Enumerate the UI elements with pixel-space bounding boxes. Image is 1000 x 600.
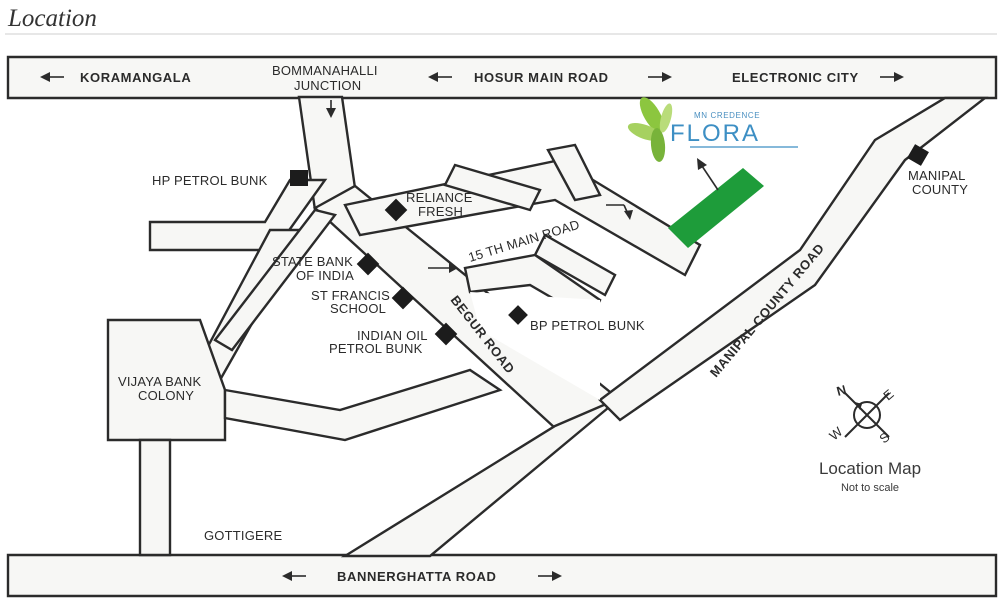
landmark-bp-petrol-bunk: BP PETROL BUNK bbox=[530, 318, 645, 333]
bommanahalli-down-arrow-icon bbox=[326, 100, 336, 118]
landmark-reliance-fresh-1: RELIANCE bbox=[406, 190, 473, 205]
landmark-hp-petrol-bunk: HP PETROL BUNK bbox=[152, 173, 268, 188]
landmark-indian-oil-2: PETROL BUNK bbox=[329, 341, 423, 356]
landmark-manipal-county-1: MANIPAL bbox=[908, 168, 966, 183]
hp-petrol-bunk-marker bbox=[290, 170, 308, 186]
project-pointer-arrow-icon bbox=[697, 158, 719, 191]
landmark-state-bank-2: OF INDIA bbox=[296, 268, 354, 283]
landmark-st-francis-1: ST FRANCIS bbox=[311, 288, 390, 303]
bannerghatta-right-arrow-icon bbox=[538, 571, 562, 581]
legend-title: Location Map bbox=[819, 459, 921, 478]
legend-note: Not to scale bbox=[841, 482, 899, 494]
road-label-bommanahalli-2: JUNCTION bbox=[294, 78, 361, 93]
landmark-vijaya-bank-colony-2: COLONY bbox=[138, 388, 194, 403]
landmark-indian-oil-1: INDIAN OIL bbox=[357, 328, 428, 343]
compass-icon bbox=[844, 392, 890, 438]
project-site-plot bbox=[668, 168, 764, 248]
project-name: FLORA bbox=[670, 120, 760, 147]
landmark-vijaya-bank-colony-1: VIJAYA BANK bbox=[118, 374, 201, 389]
hosur-left-arrow-icon bbox=[428, 72, 452, 82]
manipal-county-marker bbox=[907, 144, 929, 166]
landmark-gottigere: GOTTIGERE bbox=[204, 528, 282, 543]
landmark-st-francis-2: SCHOOL bbox=[330, 301, 386, 316]
landmark-state-bank-1: STATE BANK bbox=[272, 254, 353, 269]
road-label-electronic-city: ELECTRONIC CITY bbox=[732, 70, 859, 85]
road-label-koramangala: KORAMANGALA bbox=[80, 70, 191, 85]
road-label-hosur-main-road: HOSUR MAIN ROAD bbox=[474, 70, 609, 85]
bp-petrol-bunk-marker bbox=[508, 305, 528, 325]
koramangala-arrow-icon bbox=[40, 72, 64, 82]
15th-main-left-arrow-icon bbox=[428, 263, 458, 273]
compass-n: N bbox=[835, 382, 849, 399]
hosur-right-arrow-icon bbox=[648, 72, 672, 82]
road-label-bommanahalli-1: BOMMANAHALLI bbox=[272, 63, 378, 78]
road-label-bannerghatta-road: BANNERGHATTA ROAD bbox=[337, 569, 496, 584]
landmark-reliance-fresh-2: FRESH bbox=[418, 204, 463, 219]
flora-logo: MN CREDENCE FLORA bbox=[627, 97, 798, 162]
15th-main-right-arrow-icon bbox=[606, 204, 633, 220]
road-network bbox=[6, 55, 998, 598]
landmark-manipal-county-2: COUNTY bbox=[912, 182, 968, 197]
map-title: Location bbox=[7, 5, 97, 32]
st-francis-marker bbox=[391, 286, 415, 310]
leaf-icon bbox=[627, 97, 673, 162]
electronic-city-right-arrow-icon bbox=[880, 72, 904, 82]
project-developer: MN CREDENCE bbox=[694, 111, 760, 120]
indian-oil-marker bbox=[434, 322, 458, 346]
bannerghatta-left-arrow-icon bbox=[282, 571, 306, 581]
project-site bbox=[668, 158, 764, 248]
landmarks: HP PETROL BUNK RELIANCE FRESH STATE BANK… bbox=[118, 144, 968, 543]
